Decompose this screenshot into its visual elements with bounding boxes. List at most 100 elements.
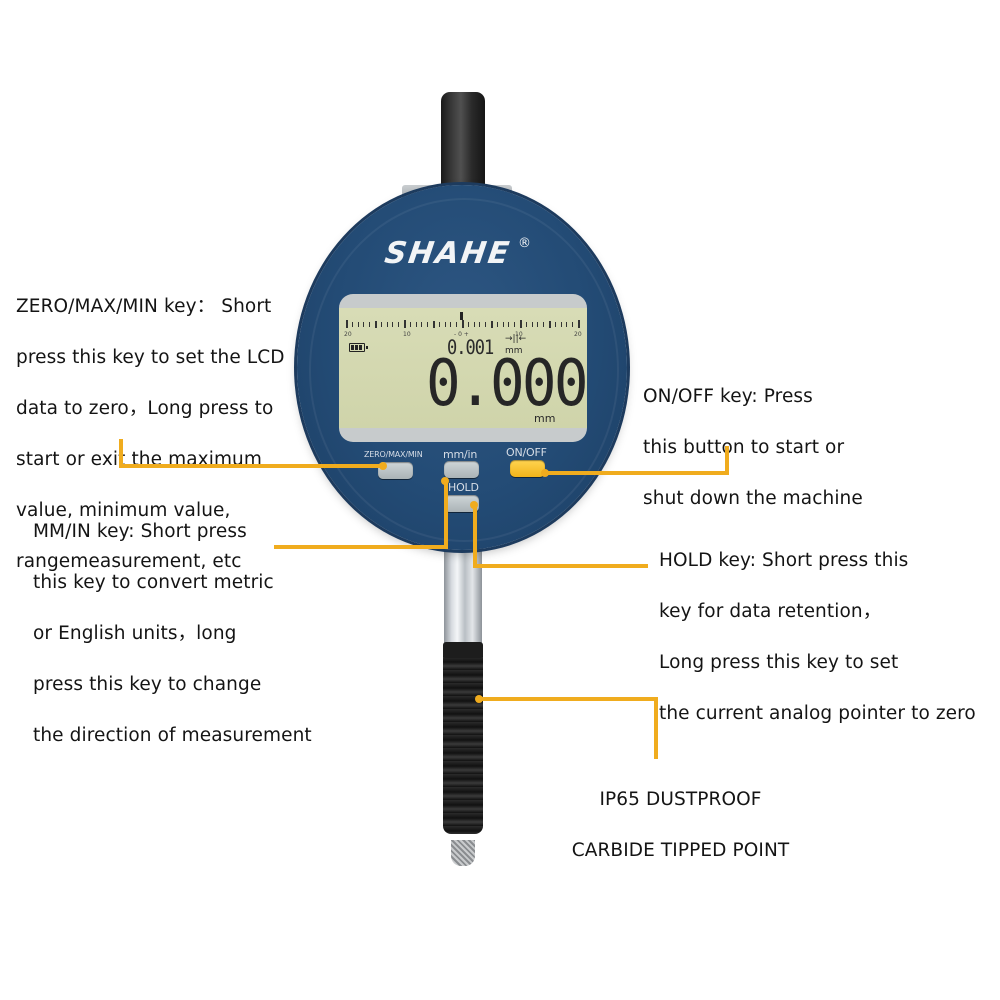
scale-tick xyxy=(392,322,394,327)
leader-line-mm-in xyxy=(274,545,448,549)
callout-line: the direction of measurement xyxy=(33,724,312,746)
scale-tick xyxy=(444,322,446,327)
on-off-button[interactable] xyxy=(510,460,545,477)
scale-tick xyxy=(572,322,574,327)
scale-tick xyxy=(479,322,481,327)
scale-tick xyxy=(485,322,487,327)
scale-tick xyxy=(554,322,556,327)
scale-tick xyxy=(433,321,435,328)
scale-tick xyxy=(462,320,464,328)
scale-tick xyxy=(421,322,423,327)
leader-line-onoff xyxy=(725,446,729,474)
leader-line-tip xyxy=(479,697,657,701)
scale-tick xyxy=(415,322,417,327)
callout-line: press this key to set the LCD xyxy=(16,346,285,368)
leader-line-zero xyxy=(119,464,384,468)
callout-line: or English units，long xyxy=(33,622,237,644)
hold-label: HOLD xyxy=(448,481,479,494)
scale-tick xyxy=(380,322,382,327)
callout-line: HOLD key: Short press this xyxy=(659,549,909,571)
scale-tick xyxy=(346,320,348,328)
scale-label: 10 xyxy=(515,331,523,338)
battery-full-icon xyxy=(349,343,368,352)
carbide-tip xyxy=(451,840,475,866)
scale-tick xyxy=(427,322,429,327)
callout-line: the current analog pointer to zero xyxy=(659,702,976,724)
scale-tick xyxy=(514,322,516,327)
scale-tick xyxy=(456,322,458,327)
scale-tick xyxy=(438,322,440,327)
dust-boot-collar xyxy=(443,642,483,658)
callout-line: IP65 DUSTPROOF xyxy=(599,788,762,810)
callout-line: ZERO/MAX/MIN key： Short xyxy=(16,295,272,317)
lcd-screen xyxy=(339,308,587,428)
scale-label: 10 xyxy=(403,331,411,338)
brand-logo: SHAHE xyxy=(382,236,514,271)
scale-tick xyxy=(525,322,527,327)
callout-hold: HOLD key: Short press this key for data … xyxy=(659,522,976,752)
scale-tick xyxy=(351,322,353,327)
scale-tick xyxy=(549,321,551,328)
leader-line-mm-in xyxy=(444,480,448,548)
registered-mark: ® xyxy=(518,236,531,251)
scale-tick xyxy=(508,322,510,327)
scale-label: 20 xyxy=(574,331,582,338)
leader-line-tip xyxy=(654,697,658,759)
callout-line: data to zero，Long press to xyxy=(16,397,274,419)
scale-tick xyxy=(531,322,533,327)
scale-tick xyxy=(375,321,377,328)
leader-line-zero xyxy=(119,439,123,467)
leader-line-hold xyxy=(473,564,648,568)
analog-pointer-icon xyxy=(460,312,463,320)
callout-line: CARBIDE TIPPED POINT xyxy=(571,839,790,861)
scale-tick xyxy=(537,322,539,327)
resolution-unit: mm xyxy=(505,346,523,356)
callout-line: ON/OFF key: Press xyxy=(643,385,813,407)
reading-unit: mm xyxy=(534,412,556,425)
scale-label: - 0 + xyxy=(454,331,469,338)
callout-line: shut down the machine xyxy=(643,487,863,509)
scale-tick xyxy=(357,322,359,327)
callout-line: rangemeasurement, etc xyxy=(16,550,242,572)
callout-line: Long press this key to set xyxy=(659,651,899,673)
on-off-label: ON/OFF xyxy=(506,446,547,459)
callout-line: press this key to change xyxy=(33,673,262,695)
callout-mm-in: MM/IN key: Short press this key to conve… xyxy=(33,493,312,774)
leader-dot-zero xyxy=(379,462,387,470)
scale-tick xyxy=(386,322,388,327)
scale-tick xyxy=(398,322,400,327)
callout-on-off: ON/OFF key: Press this button to start o… xyxy=(643,358,863,537)
scale-tick xyxy=(369,322,371,327)
callout-line: key for data retention， xyxy=(659,600,882,622)
callout-line: this button to start or xyxy=(643,436,845,458)
measurement-reading: 0.000 xyxy=(426,347,589,421)
scale-tick xyxy=(473,322,475,327)
stem-cap xyxy=(441,92,485,202)
leader-line-hold xyxy=(473,505,477,567)
scale-tick xyxy=(566,322,568,327)
callout-line: value, minimum value, xyxy=(16,499,231,521)
resolution-value: 0.001 xyxy=(447,336,494,360)
scale-tick xyxy=(467,322,469,327)
callout-line: MM/IN key: Short press xyxy=(33,520,247,542)
scale-tick xyxy=(450,322,452,327)
scale-tick xyxy=(502,322,504,327)
callout-tip: IP65 DUSTPROOF CARBIDE TIPPED POINT xyxy=(568,761,793,889)
zero-max-min-label: ZERO/MAX/MIN xyxy=(364,450,423,459)
scale-label: 20 xyxy=(344,331,352,338)
scale-tick xyxy=(363,322,365,327)
scale-tick xyxy=(543,322,545,327)
scale-tick xyxy=(409,322,411,327)
resolution-symbol: →||← xyxy=(505,334,527,344)
scale-tick xyxy=(560,322,562,327)
scale-tick xyxy=(491,321,493,328)
callout-line: this key to convert metric xyxy=(33,571,274,593)
leader-dot-onoff xyxy=(541,469,549,477)
scale-tick xyxy=(404,320,406,328)
scale-tick xyxy=(578,320,580,328)
scale-tick xyxy=(520,320,522,328)
scale-tick xyxy=(496,322,498,327)
mm-in-button[interactable] xyxy=(444,461,479,478)
dust-boot xyxy=(443,644,483,834)
dial-bezel xyxy=(309,198,619,542)
